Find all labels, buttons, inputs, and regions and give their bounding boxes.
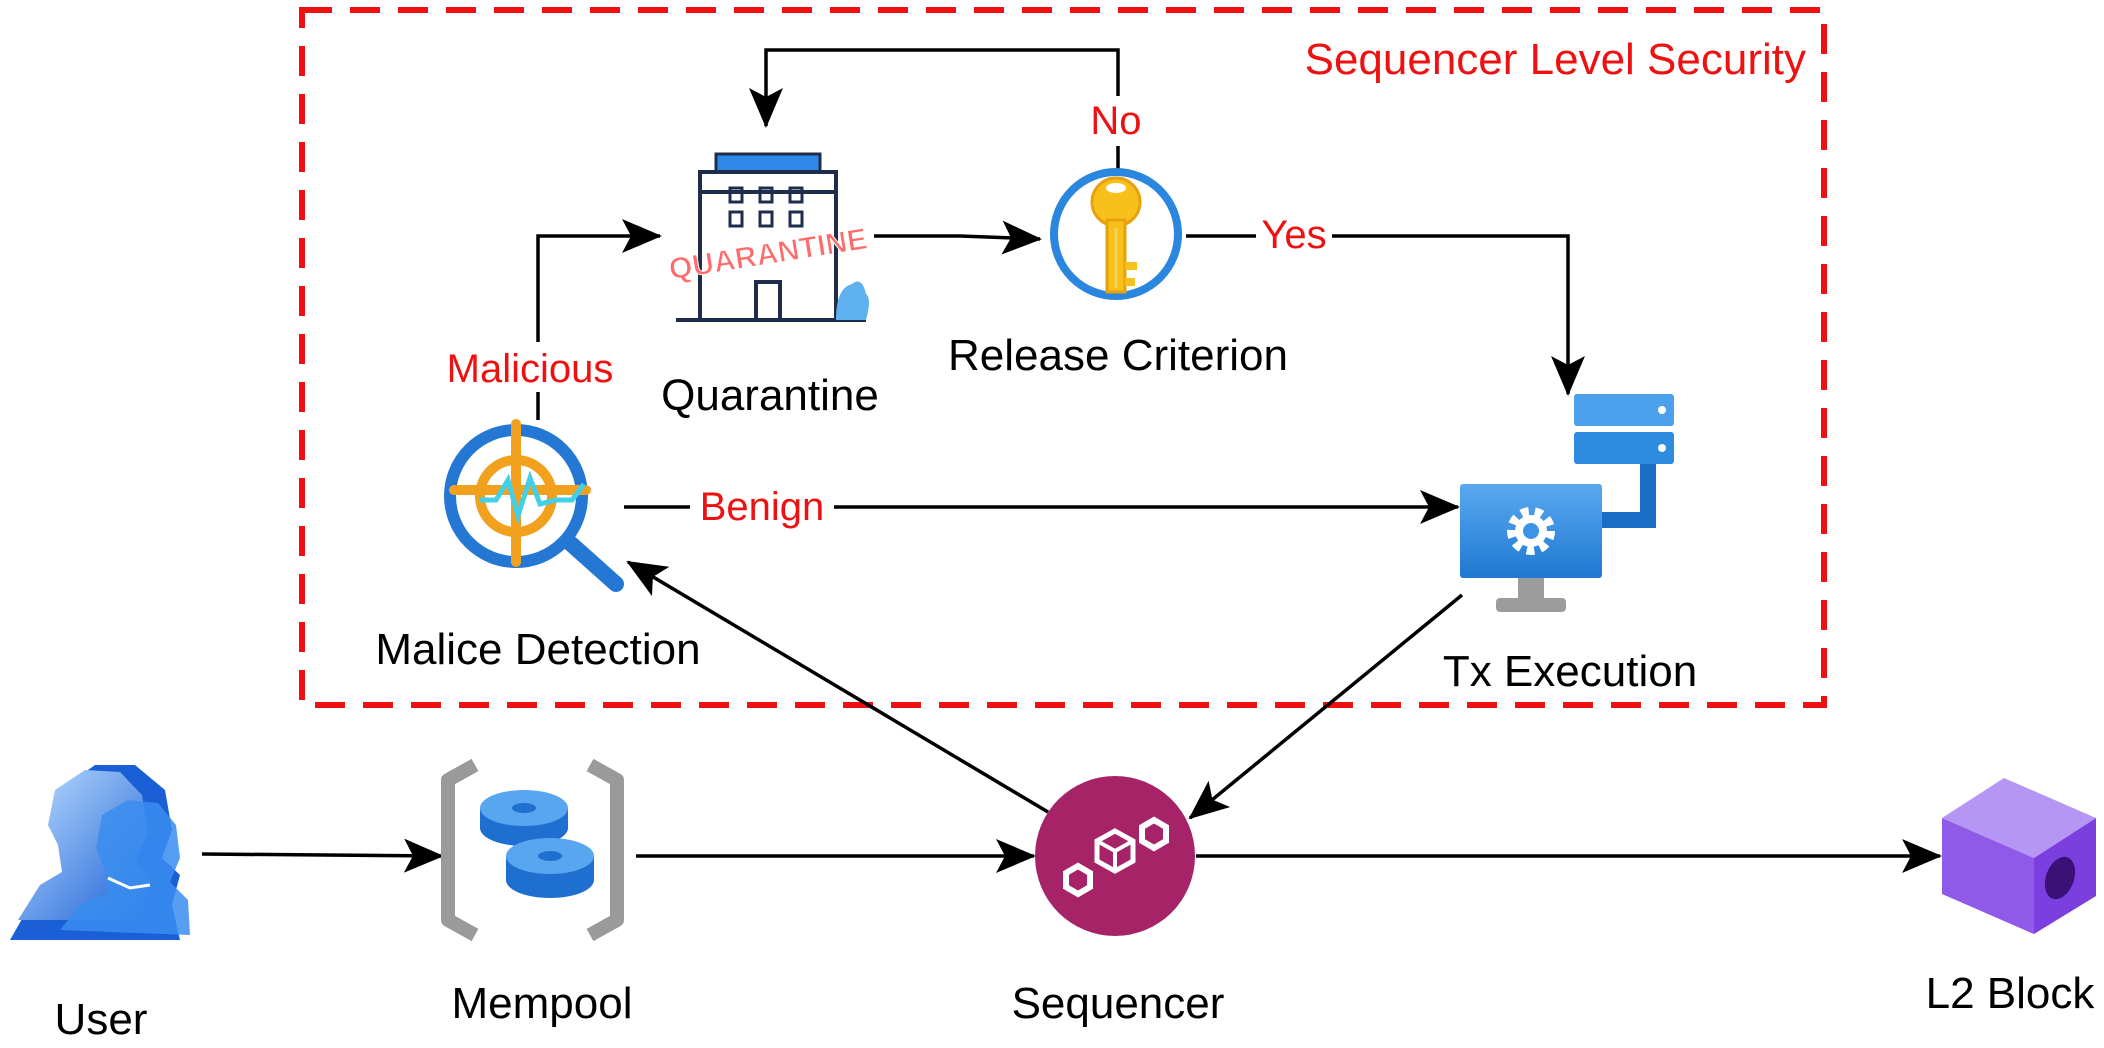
arrow-release-quarantine: [749, 48, 1120, 170]
node-label-sequencer: Sequencer: [1012, 979, 1225, 1028]
arrow-user-mempool: [201, 838, 444, 873]
key-icon: [1050, 168, 1182, 300]
node-label-quarantine: Quarantine: [661, 371, 879, 420]
node-label-tx-execution: Tx Execution: [1443, 647, 1697, 696]
arrow-txexec-sequencer: [1188, 593, 1464, 820]
user-icon: [10, 765, 190, 940]
edge-label-benign: Benign: [700, 485, 825, 529]
node-label-user: User: [55, 995, 148, 1044]
node-label-l2-block: L2 Block: [1926, 969, 2096, 1018]
malice-detection-icon: [444, 419, 624, 592]
l2-block-icon: [1942, 778, 2096, 934]
node-label-mempool: Mempool: [452, 979, 633, 1028]
edge-label-malicious: Malicious: [447, 347, 614, 391]
node-label-release-criterion: Release Criterion: [948, 331, 1288, 380]
arrow-sequencer-malice: [626, 560, 1049, 814]
mempool-icon: [441, 758, 624, 942]
sequencer-icon: [1035, 776, 1195, 936]
edge-label-no: No: [1090, 99, 1141, 143]
quarantine-icon: [676, 152, 869, 322]
boundary-title: Sequencer Level Security: [1305, 35, 1806, 84]
node-label-malice-detection: Malice Detection: [375, 625, 700, 674]
edge-label-yes: Yes: [1261, 213, 1326, 257]
security-boundary: [299, 7, 1827, 708]
tx-execution-icon: [1460, 394, 1674, 612]
arrow-quarantine-release: [874, 220, 1042, 255]
arrow-malice-quarantine: [536, 219, 662, 420]
